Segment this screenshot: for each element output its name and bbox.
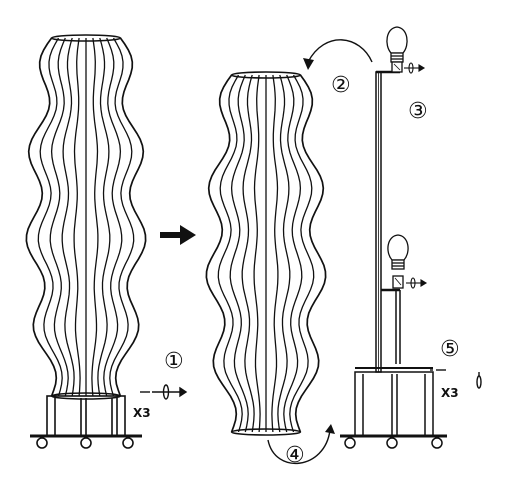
lampshade-rib: [37, 37, 63, 397]
lampshade-rib: [294, 74, 327, 433]
lampshade-rib: [289, 74, 315, 433]
rotate-icon: [404, 62, 428, 289]
screw-icon: [430, 369, 482, 389]
bulb-icon: [386, 26, 408, 73]
quantity-label-left: X3: [133, 406, 151, 420]
lampshade-rib: [61, 37, 75, 397]
bulb-icon: [387, 234, 409, 289]
lampshade-rib: [283, 74, 303, 433]
step-1-label: ①: [164, 349, 184, 374]
lampshade-rim: [230, 428, 302, 436]
lampshade-rib: [109, 37, 135, 397]
lampshade-rib: [241, 74, 255, 433]
step-5-label: ⑤: [440, 337, 460, 362]
lampshade-rib: [103, 37, 123, 397]
lampshade-rib: [205, 74, 238, 433]
lampshade-rib: [277, 74, 291, 433]
lampshade-icon: [25, 34, 147, 400]
step-2-label: ②: [331, 73, 351, 98]
lampshade-rib: [25, 37, 58, 397]
lampshade-rib: [97, 37, 111, 397]
curved-arrow-icon: [267, 424, 335, 464]
lampshade-rib: [217, 74, 243, 433]
curved-arrow-icon: [303, 39, 373, 70]
lampshade-rib: [49, 37, 69, 397]
lampshade-rib: [229, 74, 249, 433]
lampshade-rib: [73, 37, 81, 397]
lampshade-rib: [271, 74, 279, 433]
quantity-label-right: X3: [441, 386, 459, 400]
arrow-icon: [160, 225, 196, 245]
lampshade-rib: [114, 37, 147, 397]
lamp-frame-icon: [340, 70, 447, 449]
lampshade-rib: [253, 74, 261, 433]
lampshade-icon: [205, 71, 327, 436]
lampshade-rim: [230, 71, 302, 79]
step-3-label: ③: [408, 99, 428, 124]
lamp-base-left: [30, 395, 142, 449]
lampshade-rim: [50, 34, 122, 42]
step-4-label: ④: [285, 443, 305, 468]
screw-icon: [140, 384, 188, 400]
lampshade-rib: [91, 37, 99, 397]
